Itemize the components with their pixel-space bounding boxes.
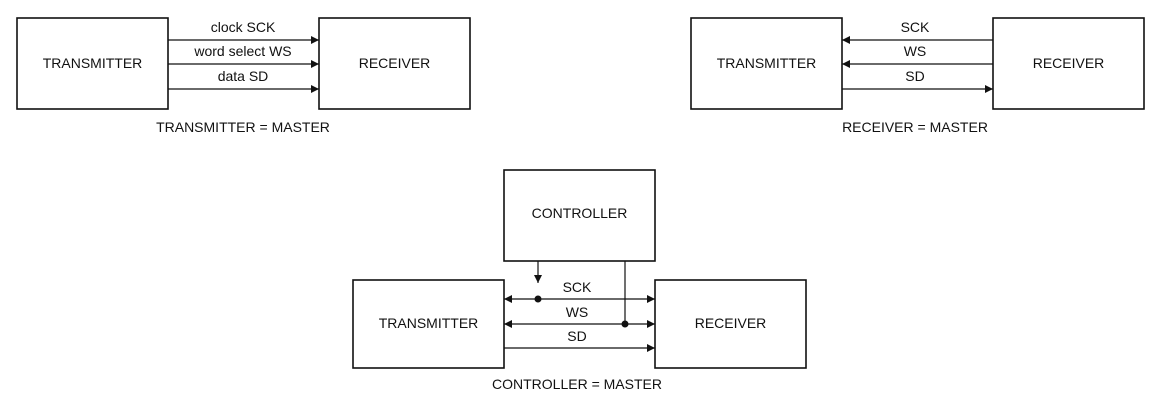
receiver-box — [992, 17, 1145, 110]
ws-label: word select WS — [193, 43, 291, 59]
ws-label: WS — [904, 43, 927, 59]
transmitter-box-label: TRANSMITTER — [379, 315, 479, 331]
transmitter-master-diagram: TRANSMITTER RECEIVER clock SCK word sele… — [16, 17, 471, 135]
controller-box — [503, 169, 656, 262]
transmitter-box — [690, 17, 843, 110]
transmitter-box — [16, 17, 169, 110]
controller-box-label: CONTROLLER — [532, 205, 628, 221]
transmitter-box-label: TRANSMITTER — [43, 55, 143, 71]
sd-label: SD — [567, 328, 586, 344]
receiver-master-diagram: TRANSMITTER RECEIVER SCK WS SD RECEIVER … — [690, 17, 1145, 135]
sd-label: data SD — [218, 68, 269, 84]
sck-label: clock SCK — [211, 19, 276, 35]
caption: RECEIVER = MASTER — [842, 119, 988, 135]
caption: TRANSMITTER = MASTER — [156, 119, 330, 135]
receiver-box-label: RECEIVER — [359, 55, 431, 71]
sck-label: SCK — [901, 19, 930, 35]
receiver-box — [654, 279, 807, 369]
sd-label: SD — [905, 68, 924, 84]
receiver-box-label: RECEIVER — [1033, 55, 1105, 71]
transmitter-box-label: TRANSMITTER — [717, 55, 817, 71]
sck-junction-dot — [534, 295, 542, 303]
sck-label: SCK — [563, 279, 592, 295]
ws-junction-dot — [621, 320, 629, 328]
receiver-box-label: RECEIVER — [695, 315, 767, 331]
controller-master-diagram: CONTROLLER TRANSMITTER RECEIVER SCK WS S… — [352, 169, 807, 392]
transmitter-box — [352, 279, 505, 369]
ws-label: WS — [566, 304, 589, 320]
caption: CONTROLLER = MASTER — [492, 376, 662, 392]
receiver-box — [318, 17, 471, 110]
